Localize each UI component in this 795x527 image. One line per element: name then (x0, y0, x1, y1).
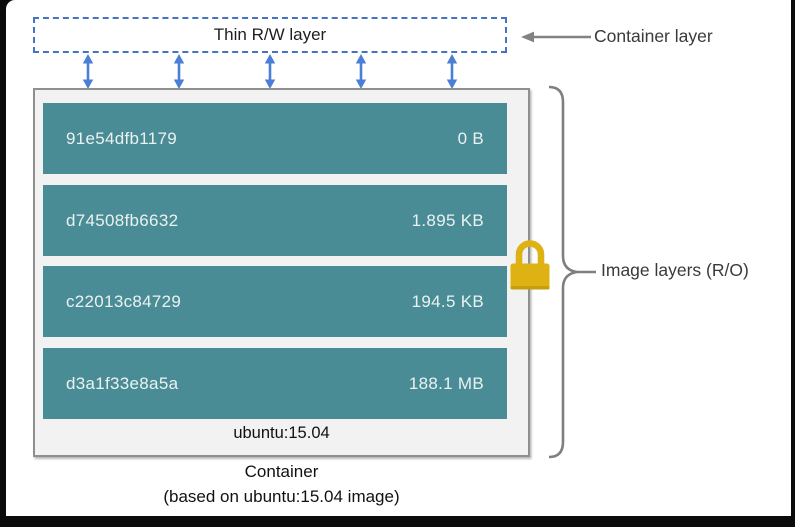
left-arrow-icon (521, 31, 591, 43)
layer-id: d74508fb6632 (66, 210, 179, 230)
caption-title: Container (244, 462, 319, 481)
layer-size: 1.895 KB (411, 210, 484, 230)
thin-rw-layer-box: Thin R/W layer (33, 17, 507, 53)
container-layer-annotation: Container layer (594, 26, 713, 46)
layer-id: c22013c84729 (66, 291, 182, 311)
layer-size: 0 B (457, 128, 484, 148)
thin-rw-layer-label: Thin R/W layer (213, 25, 327, 44)
brace-bracket (548, 85, 596, 459)
double-arrow-icon (264, 54, 276, 89)
image-layers-annotation: Image layers (R/O) (601, 260, 749, 280)
caption: Container (based on ubuntu:15.04 image) (33, 462, 530, 507)
image-layer-row: c22013c84729 194.5 KB (43, 266, 507, 337)
layer-size: 194.5 KB (411, 291, 484, 311)
caption-subtitle: (based on ubuntu:15.04 image) (163, 487, 400, 506)
layer-id: 91e54dfb1179 (66, 128, 178, 148)
layer-id: d3a1f33e8a5a (66, 373, 179, 393)
image-layer-row: d3a1f33e8a5a 188.1 MB (43, 348, 507, 419)
image-layer-row: d74508fb6632 1.895 KB (43, 185, 507, 256)
double-arrow-icon (173, 54, 185, 89)
layer-size: 188.1 MB (408, 373, 484, 393)
double-arrow-icon (355, 54, 367, 89)
lock-icon (510, 240, 550, 290)
image-layer-row: 91e54dfb1179 0 B (43, 103, 507, 174)
double-arrow-icon (82, 54, 94, 89)
double-arrow-icon (446, 54, 458, 89)
image-name-label: ubuntu:15.04 (233, 424, 330, 442)
